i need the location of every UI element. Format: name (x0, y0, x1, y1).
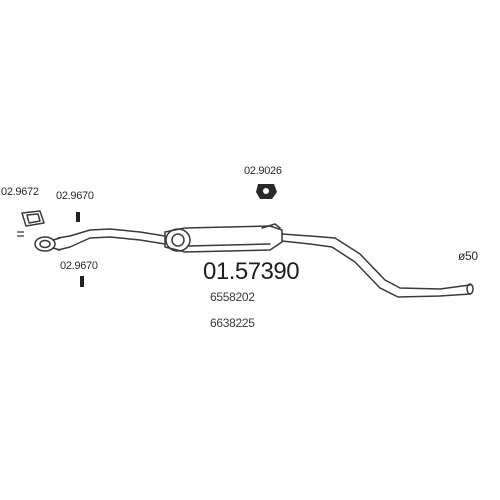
muffler (164, 223, 283, 253)
gasket-icon (21, 210, 45, 227)
tail-pipe (281, 233, 471, 298)
marker-icon (17, 231, 24, 237)
bolt-lower-part-number: 02.9670 (60, 260, 98, 272)
oem-number: 6558202 (210, 290, 255, 304)
rubber-mount-icon (256, 184, 277, 199)
bolt-icon (80, 276, 84, 287)
diameter-label: ø50 (458, 249, 478, 263)
rubber-mount-part-number: 02.9026 (244, 165, 282, 177)
front-pipe (57, 228, 166, 251)
main-part-number: 01.57390 (203, 258, 300, 285)
oem-number: 6638225 (210, 316, 255, 330)
bolt-upper-part-number: 02.9670 (56, 190, 94, 202)
bolt-icon (76, 212, 80, 222)
inlet-flange (34, 236, 61, 252)
outlet-end (466, 283, 474, 295)
gasket-part-number: 02.9672 (1, 186, 39, 198)
